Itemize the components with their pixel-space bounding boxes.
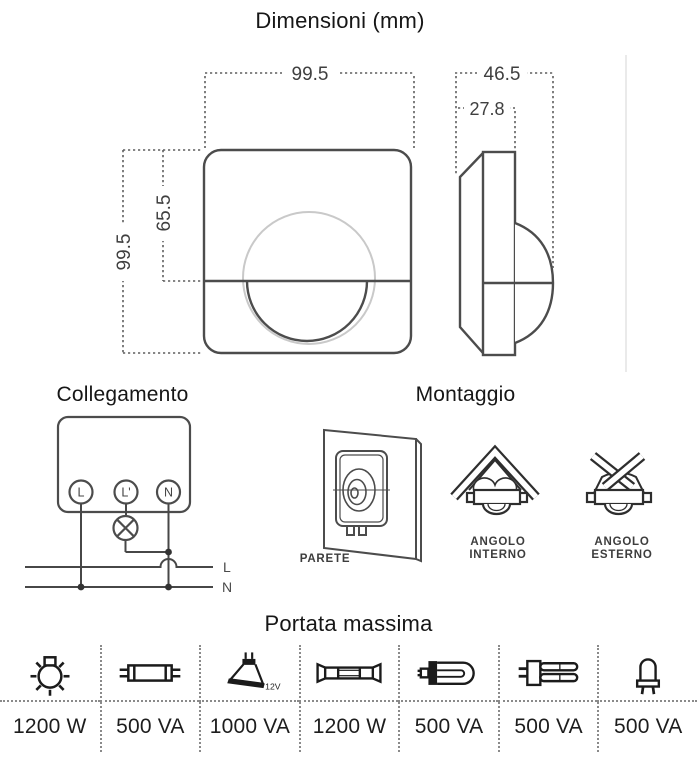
bracket-tab [641,491,653,504]
cfl-2pin-icon [417,660,475,685]
load-value-halogen-spot: 1000 VA [199,702,299,752]
junction-dots [77,548,172,591]
terminal-l-label: L [78,486,85,500]
dimensions-drawing: 99.5 99.5 65.5 46.5 27.8 [110,55,627,372]
bracket-bar [593,488,645,506]
incandescent-bulb-icon [30,655,70,696]
section-title-dimensioni: Dimensioni (mm) [255,8,425,33]
dim-total-depth: 46.5 [484,64,521,85]
outer-corner-label-2: ESTERNO [591,549,652,561]
dim-body-depth: 27.8 [469,99,504,119]
terminal-n-label: N [164,486,173,500]
load-value-fluorescent: 500 VA [99,702,200,752]
wiring-shapes [25,415,213,588]
cfl-electronic-icon [518,659,578,686]
supply-l-label: L [223,559,231,575]
terminal-l [68,479,94,505]
outer-corner-illustration [585,452,653,516]
wall-mount-label: PARETE [300,553,351,565]
load-cell-led [597,645,697,702]
device-leg [358,525,367,536]
dim-front-width: 99.5 [292,64,329,85]
mounting-drawing: PARETE ANGOLO INTERNO [300,428,653,565]
terminal-n [155,479,182,505]
load-cell-halogen-spot: 12V [199,645,299,702]
inner-corner-label-2: INTERNO [469,549,526,561]
front-view [202,148,413,355]
linear-halogen-icon [316,662,383,683]
lens-middle [347,478,367,506]
load-cell-cfl-electronic [497,645,598,702]
led-lamp-icon [636,657,661,694]
section-title-portata: Portata massima [264,611,433,636]
load-value-cfl-electronic: 500 VA [497,702,598,752]
device-leg [346,525,355,536]
dim-front-height: 99.5 [114,234,135,271]
halogen-voltage-note: 12V [265,681,281,691]
sensor-dome-front [245,280,369,343]
load-cell-cfl-2pin [398,645,498,702]
dim-lens-center-height: 65.5 [154,195,175,232]
load-value-cfl-2pin: 500 VA [398,702,498,752]
bracket-bar [472,488,522,506]
max-load-table: 12V [0,645,697,752]
lens-circle [242,211,376,345]
load-cell-incandescent [0,645,100,702]
supply-n-label: N [222,579,232,595]
bracket-tab [585,491,597,504]
side-body [481,150,517,357]
wall-mount-illustration [323,428,422,563]
outer-corner-label-1: ANGOLO [594,536,649,548]
lamp-icon [112,514,139,542]
load-value-incandescent: 1200 W [12,715,87,738]
wiring-diagram: L L' N L N [25,415,232,595]
halogen-spot-icon: 12V [227,651,281,691]
section-title-collegamento: Collegamento [56,383,189,406]
inner-corner-label-1: ANGOLO [470,536,525,548]
lens-outer [342,468,376,512]
section-title-montaggio: Montaggio [415,383,516,406]
wires [25,503,213,588]
lens-inner [350,487,359,499]
load-value-led: 500 VA [597,702,697,752]
inner-corner-illustration [450,444,540,516]
fluorescent-tube-icon [120,663,181,682]
supply-line-l [25,558,213,568]
wall-plate-edge [415,438,422,563]
terminal-l1 [113,479,139,505]
load-cell-fluorescent [99,645,200,702]
dimension-label-gaps [110,61,527,281]
side-view [458,150,555,357]
side-back-plate [458,152,484,354]
load-cell-linear-halogen [298,645,399,702]
terminal-l1-label: L' [121,486,130,500]
load-value-linear-halogen: 1200 W [298,702,399,752]
